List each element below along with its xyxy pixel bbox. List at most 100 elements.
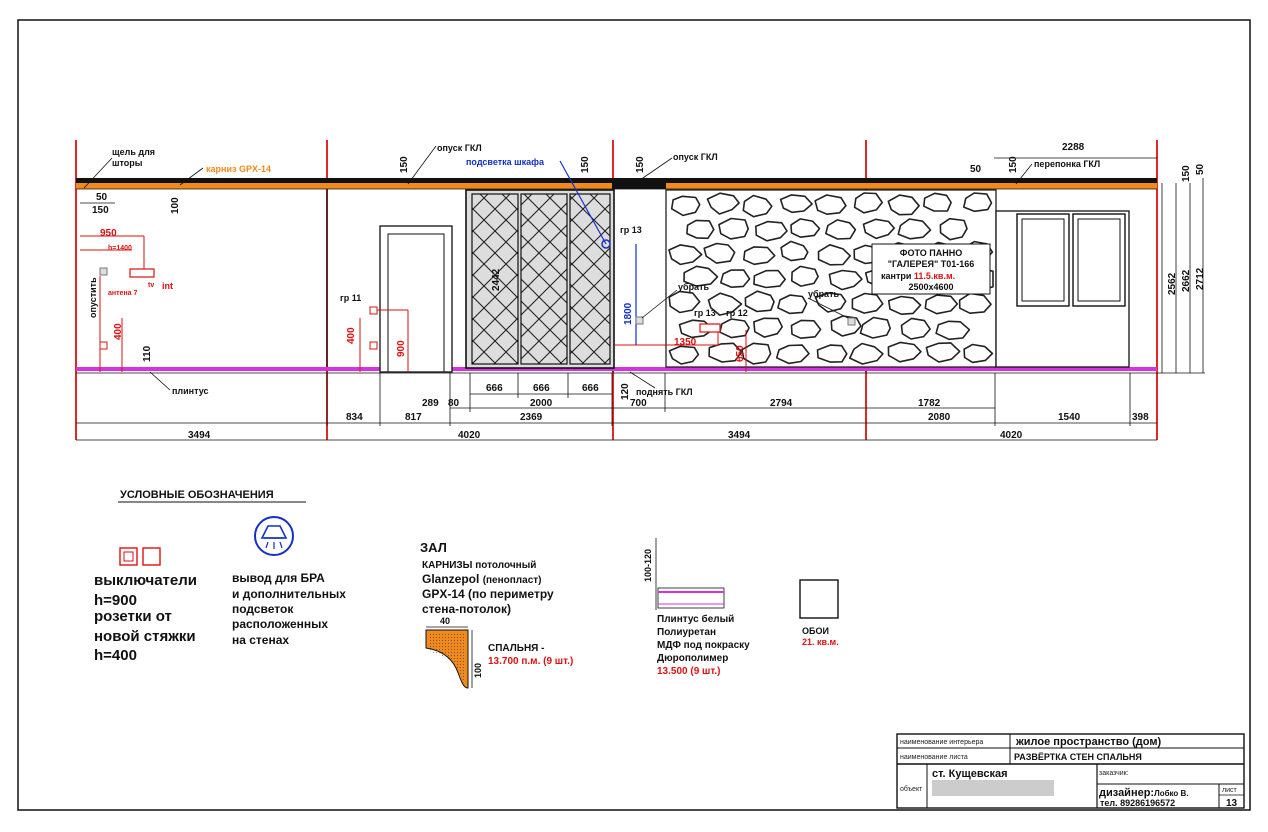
svg-text:1350: 1350 (674, 337, 697, 348)
stone (814, 292, 847, 313)
svg-text:950: 950 (100, 228, 117, 239)
stone (742, 194, 773, 218)
svg-text:2080: 2080 (928, 412, 951, 423)
stone (777, 294, 808, 315)
svg-text:666: 666 (486, 383, 503, 394)
label-group: гр 13 (694, 308, 716, 318)
label-gkl-partition: перепонка ГКЛ (1034, 159, 1100, 169)
svg-text:100: 100 (473, 663, 483, 678)
svg-text:150: 150 (1181, 165, 1192, 182)
svg-text:400: 400 (113, 323, 124, 340)
legend: УСЛОВНЫЕ ОБОЗНАЧЕНИЯ выключатели h=900 р… (94, 489, 839, 689)
stone (862, 218, 896, 240)
stone (922, 192, 952, 212)
label-gkl-down: опуск ГКЛ (437, 143, 482, 153)
svg-text:Полиуретан: Полиуретан (657, 627, 716, 638)
stone (719, 269, 751, 289)
svg-text:наименование интерьера: наименование интерьера (900, 739, 983, 746)
stone (925, 342, 961, 363)
stone (753, 269, 787, 289)
sheet-name: РАЗВЁРТКА СТЕН СПАЛЬНЯ (1014, 752, 1142, 762)
stone (775, 344, 810, 365)
stone (670, 195, 701, 217)
svg-text:антена 7: антена 7 (108, 290, 138, 297)
svg-text:650: 650 (735, 345, 746, 362)
svg-text:2712: 2712 (1195, 267, 1206, 290)
wardrobe (465, 189, 615, 369)
sheet-border (17, 19, 1251, 811)
svg-text:150: 150 (399, 156, 410, 173)
stone (814, 194, 847, 215)
stone (897, 218, 932, 240)
svg-text:СПАЛЬНЯ -: СПАЛЬНЯ - (488, 643, 544, 654)
svg-text:наименование листа: наименование листа (900, 754, 968, 761)
svg-text:110: 110 (142, 345, 153, 362)
label-h1400: h=1400 (108, 245, 132, 252)
svg-text:100-120: 100-120 (643, 549, 653, 582)
stone (887, 295, 922, 316)
stone (742, 246, 776, 266)
svg-text:666: 666 (533, 383, 550, 394)
label-lower: опустить (88, 277, 98, 318)
stone (853, 192, 884, 214)
stone (668, 345, 700, 365)
svg-text:50: 50 (1195, 163, 1206, 175)
stone (708, 342, 743, 363)
svg-text:на стенах: на стенах (232, 633, 289, 647)
stone (963, 343, 994, 364)
label-remove: убрать (808, 289, 839, 299)
svg-text:новой стяжки: новой стяжки (94, 628, 196, 645)
svg-text:2562: 2562 (1167, 272, 1178, 295)
svg-text:2369: 2369 (520, 412, 543, 423)
svg-text:21. кв.м.: 21. кв.м. (802, 637, 839, 647)
stone (828, 269, 863, 291)
photo-panel-caption (871, 243, 991, 295)
stone (859, 316, 892, 339)
stone (718, 217, 750, 240)
svg-text:tv: tv (148, 282, 154, 289)
svg-text:подсветок: подсветок (232, 602, 294, 616)
wall-elevation (75, 140, 1205, 441)
svg-text:2794: 2794 (770, 398, 793, 409)
label-group: гр 13 (620, 225, 642, 235)
skirting-strip (450, 367, 1157, 371)
svg-text:3494: 3494 (188, 430, 211, 441)
label-cornice: карниз GPX-14 (206, 164, 271, 174)
stone (706, 192, 740, 215)
label-gkl-down-2: опуск ГКЛ (673, 152, 718, 162)
svg-text:вывод для БРА: вывод для БРА (232, 571, 325, 585)
svg-text:3494: 3494 (728, 430, 751, 441)
svg-text:80: 80 (448, 398, 460, 409)
svg-text:дизайнер:Лобко В.: дизайнер:Лобко В. (1099, 787, 1189, 799)
stone (924, 294, 959, 315)
wallpaper-swatch (799, 579, 839, 619)
svg-text:и дополнительных: и дополнительных (232, 587, 346, 601)
stone (790, 265, 819, 287)
stone (744, 290, 775, 313)
svg-text:тел. 89286196572: тел. 89286196572 (1100, 798, 1175, 808)
svg-text:1540: 1540 (1058, 412, 1081, 423)
svg-text:Glanzepol (пенопласт): Glanzepol (пенопласт) (422, 572, 542, 586)
stone (817, 244, 852, 266)
svg-text:1800: 1800 (623, 302, 634, 325)
svg-text:Плинтус белый: Плинтус белый (657, 613, 734, 625)
svg-text:кантри 11.5.кв.м.: кантри 11.5.кв.м. (881, 271, 955, 281)
redacted-field (932, 780, 1054, 796)
label-remove: убрать (678, 282, 709, 292)
stone (887, 194, 920, 216)
stone (780, 240, 809, 262)
svg-text:817: 817 (405, 412, 422, 423)
svg-text:стена-потолок): стена-потолок) (422, 602, 511, 616)
svg-text:900: 900 (396, 340, 407, 357)
stone (935, 320, 971, 341)
stone (939, 217, 968, 241)
label-raise-gkl: поднять ГКЛ (636, 387, 693, 397)
sheet-number: 13 (1226, 798, 1238, 809)
svg-text:150: 150 (92, 205, 109, 216)
svg-text:13.500 (9 шт.): 13.500 (9 шт.) (657, 666, 721, 677)
svg-text:4020: 4020 (1000, 430, 1023, 441)
object-name: ст. Кущевская (932, 768, 1008, 780)
svg-text:700: 700 (630, 398, 647, 409)
stone (887, 341, 922, 363)
svg-text:50: 50 (96, 192, 108, 203)
